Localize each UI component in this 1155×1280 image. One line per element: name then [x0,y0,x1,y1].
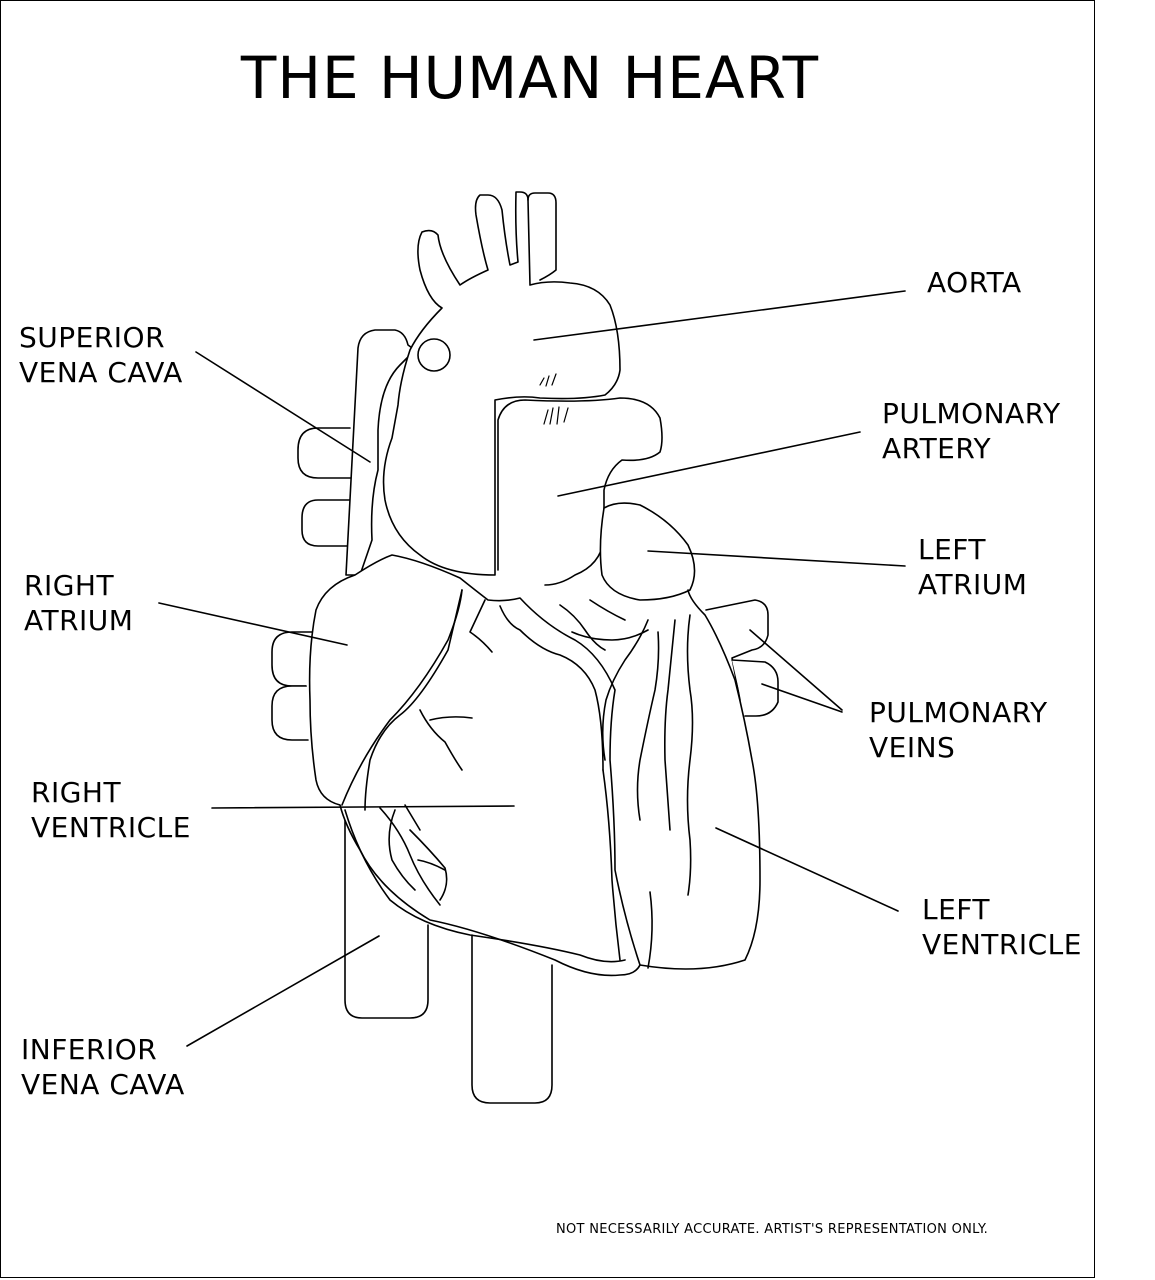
label-line: RIGHT [24,569,115,602]
lower-vessels [344,819,553,1104]
left-atrium-leader [647,550,906,567]
label-aorta: AORTA [927,265,1022,300]
inferior-vena-cava-leader [186,935,380,1047]
label-pulmonary-artery: PULMONARY ARTERY [882,396,1061,466]
heart-body-shape [308,554,761,977]
label-superior-vena-cava: SUPERIOR VENA CAVA [19,320,183,390]
pulmonary-artery-leader [557,431,861,497]
diagram-title: THE HUMAN HEART [240,44,820,112]
left-ventricle-leader [715,827,899,912]
label-line: SUPERIOR [19,321,166,354]
label-inferior-vena-cava: INFERIOR VENA CAVA [21,1032,185,1102]
label-line: VENTRICLE [31,811,191,844]
label-line: PULMONARY [869,696,1048,729]
label-right-ventricle: RIGHT VENTRICLE [31,775,191,845]
label-left-ventricle: LEFT VENTRICLE [922,892,1082,962]
label-left-atrium: LEFT ATRIUM [918,532,1027,602]
superior-vena-cava-shape [345,329,416,576]
label-line: ATRIUM [918,568,1028,601]
aorta-leader [533,290,906,341]
label-line: INFERIOR [21,1033,158,1066]
pulmonary-veins-shape [705,599,779,717]
right-atrium-leader [158,602,348,646]
label-line: ARTERY [882,432,992,465]
coronary-details [341,589,694,969]
left-vessel-stubs [271,427,356,741]
label-line: VENTRICLE [922,928,1082,961]
label-right-atrium: RIGHT ATRIUM [24,568,133,638]
label-line: ATRIUM [24,604,134,637]
disclaimer-note: NOT NECESSARILY ACCURATE. ARTIST'S REPRE… [556,1222,989,1237]
label-line: VENA CAVA [21,1068,185,1101]
pulmonary-veins-leader-2 [761,683,843,713]
label-line: VEINS [869,731,956,764]
label-line: RIGHT [31,776,122,809]
label-pulmonary-veins: PULMONARY VEINS [869,695,1048,765]
pulmonary-veins-leader-1 [749,629,843,711]
right-ventricle-leader [211,805,515,809]
label-line: AORTA [927,266,1022,299]
label-line: LEFT [918,533,987,566]
label-line: LEFT [922,893,991,926]
aorta-shape [382,191,621,576]
label-line: PULMONARY [882,397,1061,430]
superior-vena-cava-leader [195,351,371,463]
label-line: VENA CAVA [19,356,183,389]
